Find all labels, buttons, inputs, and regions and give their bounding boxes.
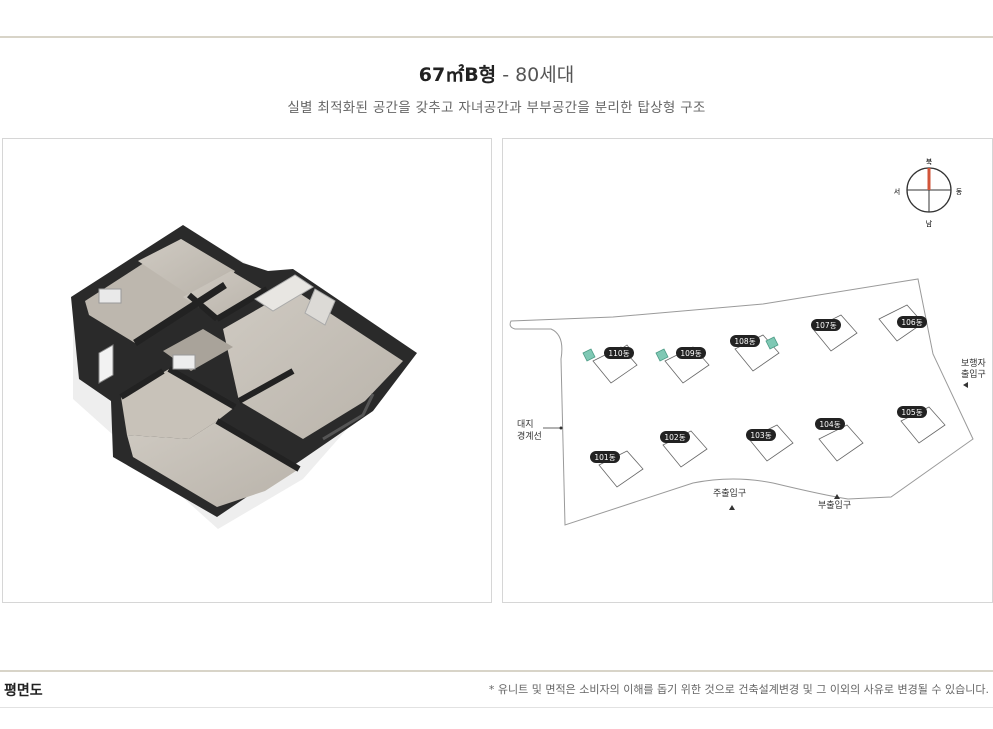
sub-entrance-label: 부출입구 bbox=[818, 501, 852, 511]
svg-text:103동: 103동 bbox=[750, 431, 771, 440]
pedestrian-entrance-label-2: 출입구 bbox=[961, 370, 986, 380]
compass-icon bbox=[906, 167, 952, 213]
title-separator: - bbox=[496, 64, 516, 86]
building-105: 105동 bbox=[897, 406, 927, 418]
unit-type-name: 67㎡B형 bbox=[418, 64, 497, 86]
building-108: 108동 bbox=[730, 335, 760, 347]
main-entrance-marker bbox=[729, 505, 735, 510]
building-102: 102동 bbox=[660, 431, 690, 443]
compass-west-label: 서 bbox=[894, 187, 900, 196]
svg-text:104동: 104동 bbox=[819, 420, 840, 429]
site-map: 북 남 동 서 110동 109동 108동 107동 106동 105동 bbox=[509, 158, 974, 526]
pedestrian-entrance-label-1: 보행자 bbox=[961, 359, 986, 369]
sub-entrance-marker bbox=[834, 494, 840, 499]
disclaimer-note: * 유니트 및 면적은 소비자의 이해를 돕기 위한 것으로 건축설계변경 및 … bbox=[488, 683, 989, 696]
svg-text:101동: 101동 bbox=[594, 453, 615, 462]
svg-text:107동: 107동 bbox=[815, 321, 836, 330]
svg-text:106동: 106동 bbox=[901, 318, 922, 327]
boundary-line-label-1: 대지 bbox=[517, 420, 534, 430]
building-106: 106동 bbox=[897, 316, 927, 328]
building-101: 101동 bbox=[590, 451, 620, 463]
building-107: 107동 bbox=[811, 319, 841, 331]
floor-plan-section-title: 평면도 bbox=[4, 683, 43, 699]
site-plan-panel: 북 남 동 서 110동 109동 108동 107동 106동 105동 bbox=[502, 138, 993, 603]
building-104: 104동 bbox=[815, 418, 845, 430]
unit-description: 실별 최적화된 공간을 갖추고 자녀공간과 부부공간을 분리한 탑상형 구조 bbox=[287, 100, 706, 116]
building-103: 103동 bbox=[746, 429, 776, 441]
svg-text:110동: 110동 bbox=[608, 349, 629, 358]
compass-south-label: 남 bbox=[926, 219, 933, 228]
compass-north-label: 북 bbox=[926, 158, 933, 166]
unit-title: 67㎡B형 - 80세대 bbox=[0, 60, 993, 87]
top-divider bbox=[0, 36, 993, 38]
svg-text:108동: 108동 bbox=[734, 337, 755, 346]
compass-east-label: 동 bbox=[956, 188, 963, 196]
svg-text:105동: 105동 bbox=[901, 408, 922, 417]
footer-divider-bottom bbox=[0, 707, 993, 708]
floor-plan-3d-image bbox=[71, 225, 417, 529]
main-entrance-label: 주출입구 bbox=[713, 489, 747, 499]
boundary-line-label-2: 경계선 bbox=[517, 432, 542, 442]
household-count: 80세대 bbox=[515, 64, 575, 86]
floor-plan-3d-panel bbox=[2, 138, 492, 603]
pedestrian-entrance-marker bbox=[963, 382, 968, 388]
svg-text:102동: 102동 bbox=[664, 433, 685, 442]
building-109: 109동 bbox=[676, 347, 706, 359]
building-110: 110동 bbox=[604, 347, 634, 359]
svg-text:109동: 109동 bbox=[680, 349, 701, 358]
footer-divider-top bbox=[0, 670, 993, 672]
